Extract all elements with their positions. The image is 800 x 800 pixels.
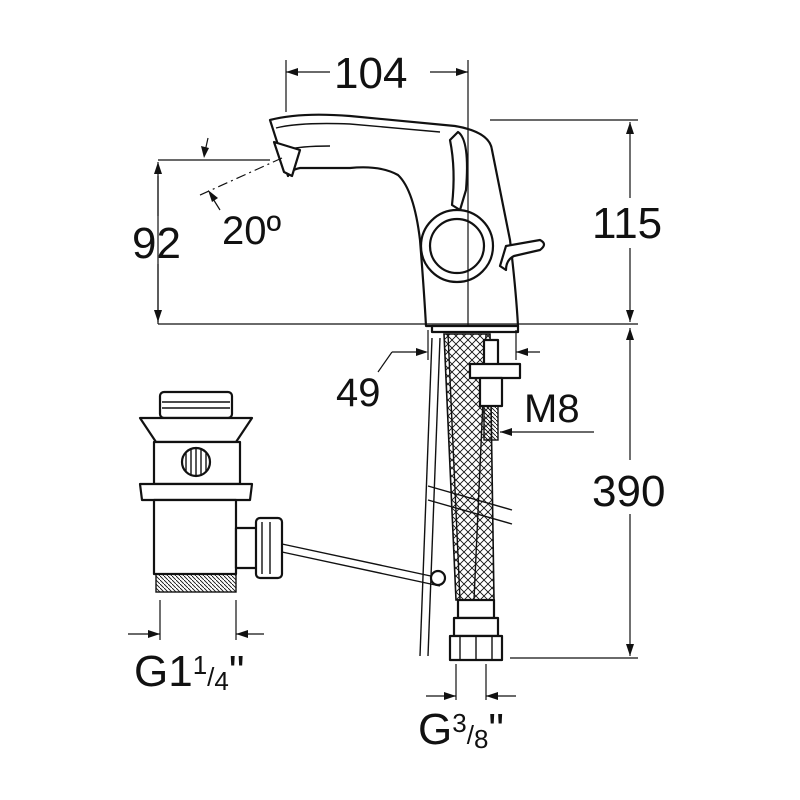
- hose-connector: [448, 598, 504, 662]
- pop-up-waste: [138, 390, 447, 593]
- dimension-49: 49: [336, 330, 540, 415]
- dimension-104: 104: [286, 49, 468, 98]
- base-diameter-label: 49: [336, 371, 381, 415]
- dimension-115: 115: [592, 122, 662, 322]
- reach-label: 104: [334, 49, 407, 98]
- dimension-supply-thread: G3/8": [418, 692, 516, 754]
- fixing-stud: [468, 338, 522, 441]
- dimension-waste-thread: G11/4": [128, 630, 264, 696]
- supply-thread-label: G3/8": [418, 705, 504, 754]
- dimension-20deg: 20º: [201, 137, 281, 253]
- pop-up-rod: [419, 337, 441, 657]
- stud-thread-label: M8: [524, 387, 580, 431]
- dimension-390: 390: [592, 328, 665, 656]
- dimension-M8: M8: [500, 387, 594, 436]
- faucet-body: [268, 113, 546, 334]
- outlet-height-label: 92: [132, 219, 181, 268]
- hose-length-label: 390: [592, 467, 665, 516]
- waste-thread-label: G11/4": [134, 647, 245, 696]
- dimension-92: 92: [132, 162, 181, 322]
- hose-breaks: [427, 485, 513, 525]
- angle-label: 20º: [222, 209, 281, 253]
- height-label: 115: [592, 199, 662, 248]
